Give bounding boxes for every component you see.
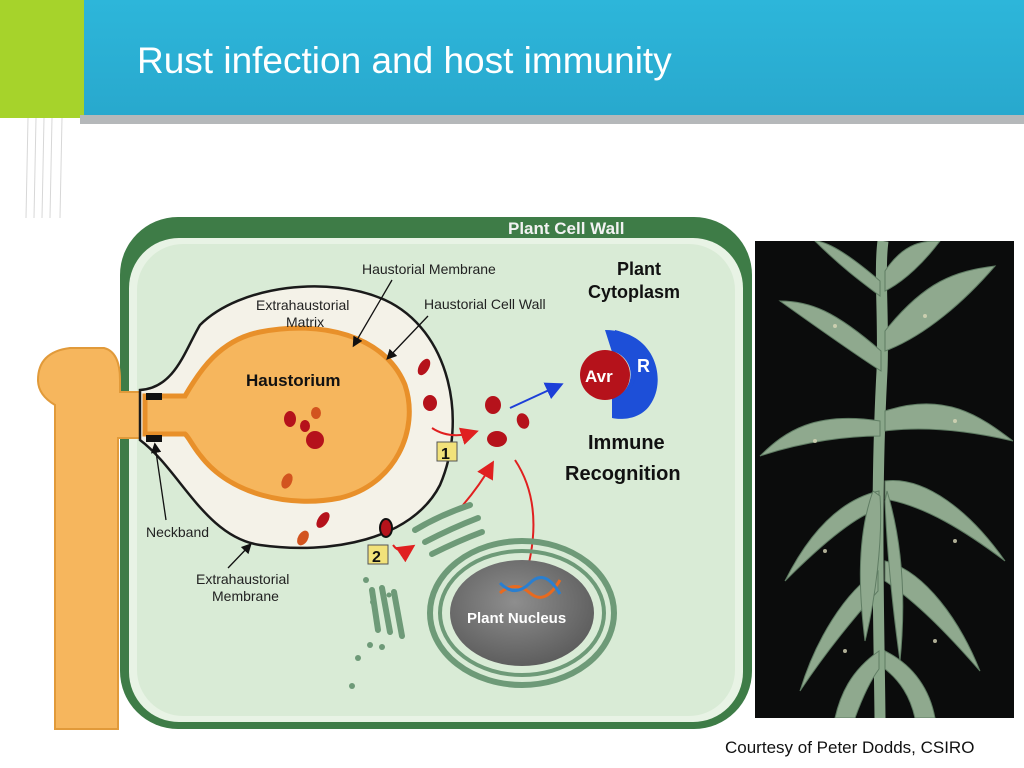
effector-dot <box>297 530 309 546</box>
eh-membrane-line1: Extrahaustorial <box>196 571 289 587</box>
effector-dot <box>485 396 501 414</box>
effector-dot <box>487 431 507 447</box>
decorative-lines <box>25 118 63 218</box>
leaf <box>884 650 936 718</box>
vesicles <box>349 577 392 689</box>
callout-line <box>227 543 252 569</box>
plant-stem <box>872 241 889 718</box>
effector-dot <box>281 473 293 489</box>
eh-membrane-line2: Membrane <box>212 588 279 604</box>
pathway-arrow <box>462 460 494 506</box>
dna-helix-strand <box>498 576 562 595</box>
effector-dot <box>306 431 324 449</box>
recognition-arrow <box>509 382 564 409</box>
r-label: R <box>637 356 650 376</box>
cell-wall-label: Plant Cell Wall <box>508 219 625 238</box>
effector-dot <box>284 411 296 427</box>
leaf <box>784 490 880 582</box>
cytoplasm-label: Plant Cytoplasm <box>588 259 680 302</box>
plant-nucleus-group: Plant Nucleus <box>427 538 617 688</box>
slide-title: Rust infection and host immunity <box>137 40 672 81</box>
haustorial-cell-wall-label: Haustorial Cell Wall <box>424 296 546 312</box>
leaf <box>884 560 981 672</box>
immune-label-line2: Recognition <box>565 463 681 485</box>
plant-nucleus <box>450 560 594 666</box>
pathway-arrow <box>392 544 416 563</box>
r-receptor-shape <box>605 330 658 419</box>
avr-label: Avr <box>585 367 613 386</box>
effector-dot <box>311 407 321 419</box>
haustorial-membrane-label: Haustorial Membrane <box>362 261 496 277</box>
header-blue-band <box>84 0 1024 118</box>
effector-dot <box>423 395 437 411</box>
rust-infection-diagram: Plant Cell Wall Haustorium 1 2 <box>36 217 752 730</box>
haustorium-body <box>142 325 412 504</box>
haustorium-label: Haustorium <box>246 371 340 390</box>
leaf <box>884 480 1006 562</box>
extrahaustorial-matrix-label: Extrahaustorial Matrix <box>256 297 353 330</box>
infected-plant-photo <box>755 241 1014 718</box>
header-green-stripe <box>0 0 84 118</box>
fungal-hypha <box>36 347 151 730</box>
header-bar <box>0 0 1024 118</box>
leaf <box>814 241 881 298</box>
immune-recognition-label: Immune Recognition <box>565 432 681 485</box>
neckband-top <box>146 393 162 400</box>
immune-label-line1: Immune <box>588 432 665 454</box>
cytoplasm-label-line1: Plant <box>617 259 661 279</box>
matrix-label-line1: Extrahaustorial <box>256 297 349 313</box>
effector-dot <box>516 413 530 429</box>
leaf <box>834 650 880 718</box>
neckband-bottom <box>146 435 162 442</box>
effector-dot <box>417 358 431 376</box>
header-gray-rule <box>80 115 1024 124</box>
avr-effector <box>580 350 630 400</box>
wheat-plant-drawing <box>755 241 1014 718</box>
callout-line <box>386 315 429 360</box>
pathway-2-label: 2 <box>372 549 381 566</box>
leaf <box>884 403 1014 442</box>
cytoplasm-label-line2: Cytoplasm <box>588 282 680 302</box>
effector-dot <box>300 420 310 432</box>
photo-credit: Courtesy of Peter Dodds, CSIRO <box>725 738 975 757</box>
leaf <box>884 265 997 352</box>
leaf <box>859 490 882 642</box>
pathway-arrow <box>431 427 479 445</box>
effector-dot <box>316 512 330 528</box>
rust-lesions <box>813 314 957 653</box>
nucleus-label: Plant Nucleus <box>467 610 566 627</box>
callout-line <box>352 279 393 348</box>
pathway-1-box <box>436 441 458 462</box>
leaf <box>884 241 941 292</box>
effector-dot <box>379 518 393 538</box>
extrahaustorial-membrane-label: Extrahaustorial Membrane <box>196 571 293 604</box>
matrix-label-line2: Matrix <box>286 314 324 330</box>
pathway-1-label: 1 <box>441 446 450 463</box>
endoplasmic-reticulum <box>369 502 485 639</box>
pathway-2-box <box>367 544 389 565</box>
neckband-label: Neckband <box>146 524 209 540</box>
leaf <box>759 417 881 457</box>
leaf <box>778 300 882 372</box>
callout-line <box>150 442 167 521</box>
